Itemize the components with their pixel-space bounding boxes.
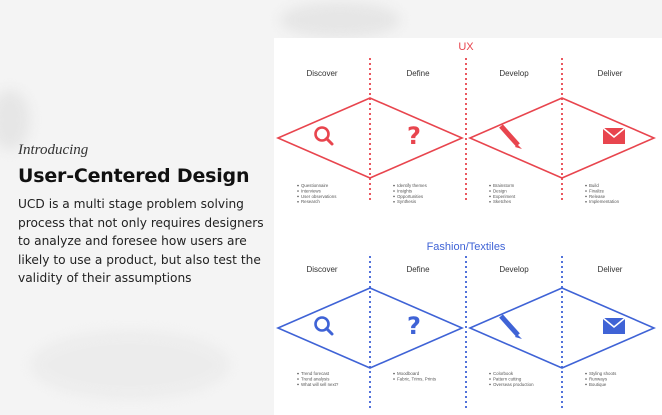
bullet-dot [489,184,491,187]
phase-bullet-text: Implementation [589,199,620,204]
phase-bullet-text: Insights [397,188,413,193]
phase-bullet-text: Release [589,194,606,199]
pencil-icon-tip [515,144,522,149]
phase-bullet-text: Moodboard [397,371,420,376]
background-blot [280,2,400,38]
phase-bullet-text: Colorbook [493,371,514,376]
pencil-icon-body [499,314,520,337]
pencil-icon-tip [515,334,522,339]
phase-bullet-text: Trend analysis [301,376,330,381]
question-mark-icon: ? [407,312,421,340]
bullet-dot [489,195,491,198]
phase-label-define: Define [406,265,430,274]
phase-label-develop: Develop [499,69,529,78]
bullet-dot [489,383,491,386]
phase-bullet-text: Questionnaire [301,183,329,188]
phase-bullet-text: Trend forecast [301,371,330,376]
bullet-dot [585,190,587,192]
diamond-problem-space [275,287,465,369]
bullet-dot [489,190,491,192]
phase-bullet-text: Overseas production [493,382,534,387]
intro-title: User-Centered Design [18,165,250,187]
intro-panel: Introducing User-Centered Design UCD is … [14,142,274,288]
pencil-icon [499,124,522,149]
phase-bullet-text: Styling shoots [589,371,617,376]
bullet-dot [393,378,395,380]
background-blot [30,330,230,400]
phase-label-discover: Discover [306,265,337,274]
phase-label-deliver: Deliver [598,69,623,78]
search-icon-handle [325,137,334,146]
phase-bullet-text: Design [493,188,507,193]
phase-label-deliver: Deliver [598,265,623,274]
pencil-icon [499,314,522,339]
phase-bullet-text: Opportunities [397,194,424,199]
phase-bullet-text: User observations [301,194,337,199]
bullet-dot [297,195,299,198]
phase-bullet-text: Fabric, Trims, Prints [397,376,437,381]
phase-bullet-text: Experiment [493,194,516,199]
phase-label-discover: Discover [306,69,337,78]
envelope-icon [602,317,626,334]
phase-bullet-text: Runways [589,376,608,381]
bullet-dot [585,201,587,203]
search-icon [314,316,334,336]
search-icon-lens [314,316,330,332]
envelope-icon-flap [602,317,626,329]
question-mark-glyph: ? [407,312,421,340]
phase-label-develop: Develop [499,265,529,274]
background-blot [0,90,30,150]
search-icon [314,126,334,146]
diamond-solution-space [467,97,657,179]
phase-bullet-text: Brainstorm [493,183,515,188]
intro-body: UCD is a multi stage problem solving pro… [18,197,264,285]
bullet-dot [393,184,395,187]
phase-bullet-text: Sketches [493,199,512,204]
bullet-dot [297,190,299,192]
search-icon-handle [325,327,334,336]
bullet-dot [585,184,587,187]
diamond-solution-space [467,287,657,369]
pencil-icon-body [499,124,520,147]
envelope-icon [602,127,626,144]
bullet-dot [297,383,299,386]
phase-bullet-text: Boutique [589,382,607,387]
question-mark-glyph: ? [407,122,421,150]
search-icon-lens [314,126,330,142]
phase-bullet-text: Synthesis [397,199,417,204]
bullet-dot [297,378,299,380]
phase-bullet-text: What will sell next? [301,382,339,387]
bullet-dot [585,378,587,380]
bullet-dot [297,201,299,203]
bullet-dot [393,195,395,198]
phase-bullet-text: Identify themes [397,183,428,188]
intro-kicker: Introducing [18,142,89,158]
envelope-icon-flap [602,127,626,139]
bullet-dot [489,378,491,380]
phase-label-define: Define [406,69,430,78]
phase-bullet-text: Build [589,183,599,188]
diamond-problem-space [275,97,465,179]
bullet-dot [585,372,587,375]
bullet-dot [393,372,395,375]
bullet-dot [297,184,299,187]
phase-bullet-text: Finalize [589,188,605,193]
phase-bullet-text: Pattern cutting [493,376,522,381]
phase-bullet-text: Research [301,199,320,204]
phase-bullet-text: Interviews [301,188,322,193]
diagram-title: UX [458,41,474,53]
bullet-dot [393,190,395,192]
diagram-title: Fashion/Textiles [427,241,506,253]
bullet-dot [297,372,299,375]
bullet-dot [489,372,491,375]
bullet-dot [585,195,587,198]
question-mark-icon: ? [407,122,421,150]
bullet-dot [585,383,587,386]
bullet-dot [393,201,395,203]
bullet-dot [489,201,491,203]
